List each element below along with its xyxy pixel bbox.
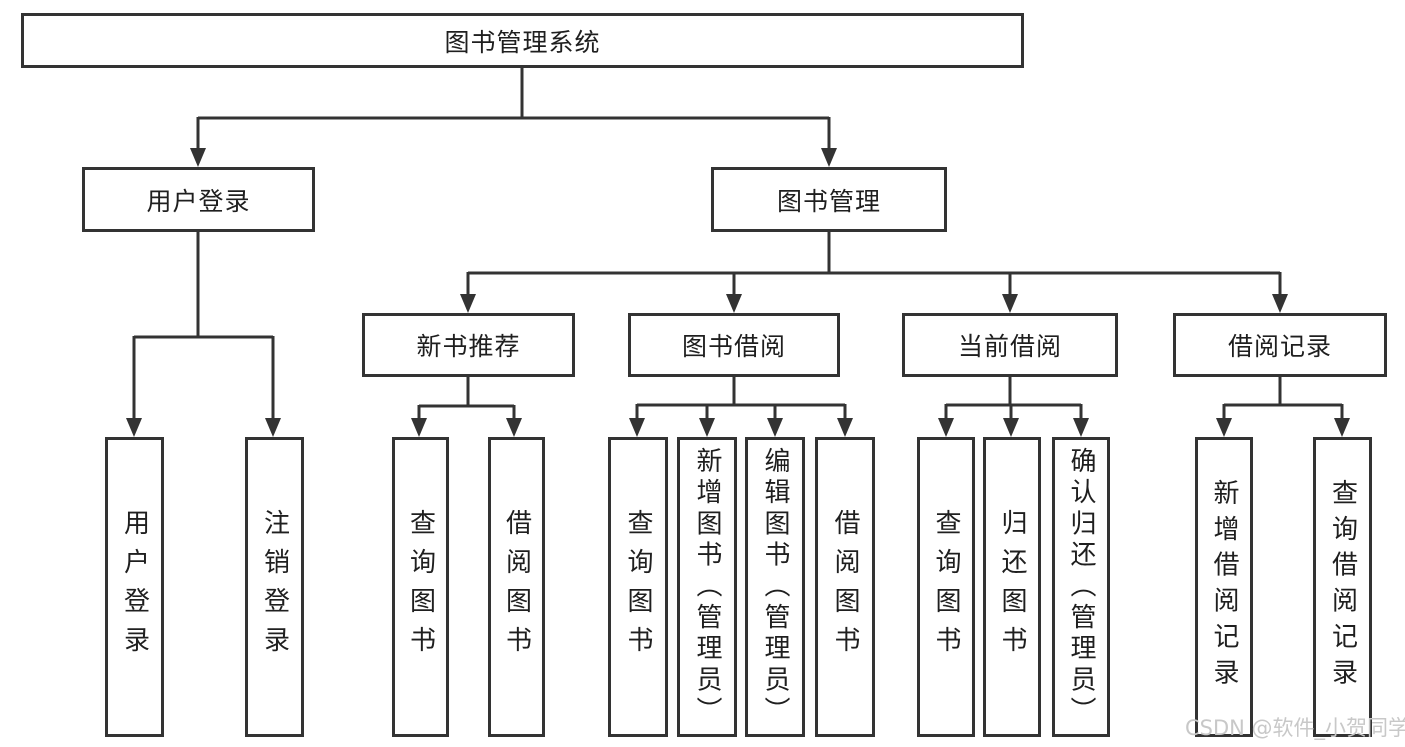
- leaf-records-add-record-label: 新增借阅记录: [1209, 479, 1239, 695]
- leaf-records-query-record-label: 查询借阅记录: [1327, 479, 1358, 695]
- node-book-management: 图书管理: [711, 167, 947, 232]
- node-book-borrow-label: 图书借阅: [681, 332, 786, 361]
- leaf-logout-label: 注销登录: [259, 509, 290, 665]
- node-current-borrow: 当前借阅: [902, 313, 1118, 377]
- leaf-borrow-edit-book-admin: 编辑图书（管理员）: [745, 437, 805, 737]
- leaf-recommend-query-book-label: 查询图书: [405, 509, 436, 665]
- leaf-recommend-borrow-book-label: 借阅图书: [501, 509, 532, 665]
- node-book-borrow: 图书借阅: [628, 313, 840, 377]
- node-user-login: 用户登录: [82, 167, 315, 232]
- node-current-borrow-label: 当前借阅: [957, 332, 1062, 361]
- node-borrow-records-label: 借阅记录: [1227, 332, 1332, 361]
- leaf-borrow-query-book: 查询图书: [608, 437, 668, 737]
- leaf-user-login: 用户登录: [105, 437, 164, 737]
- leaf-current-return-book-label: 归还图书: [997, 509, 1027, 665]
- leaf-borrow-edit-book-admin-label: 编辑图书（管理员）: [760, 446, 790, 728]
- leaf-records-add-record: 新增借阅记录: [1195, 437, 1253, 737]
- node-new-book-recommend-label: 新书推荐: [416, 332, 521, 361]
- leaf-recommend-borrow-book: 借阅图书: [488, 437, 545, 737]
- leaf-current-return-book: 归还图书: [983, 437, 1041, 737]
- leaf-borrow-borrow-book: 借阅图书: [815, 437, 875, 737]
- node-root: 图书管理系统: [21, 13, 1024, 68]
- leaf-borrow-query-book-label: 查询图书: [623, 509, 653, 665]
- leaf-borrow-borrow-book-label: 借阅图书: [830, 509, 860, 665]
- leaf-records-query-record: 查询借阅记录: [1313, 437, 1372, 737]
- leaf-current-query-book-label: 查询图书: [931, 509, 961, 665]
- node-user-login-label: 用户登录: [146, 186, 251, 216]
- leaf-user-login-label: 用户登录: [119, 509, 150, 665]
- leaf-current-query-book: 查询图书: [917, 437, 975, 737]
- node-root-label: 图书管理系统: [444, 27, 601, 57]
- leaf-logout: 注销登录: [245, 437, 304, 737]
- node-borrow-records: 借阅记录: [1173, 313, 1387, 377]
- node-book-management-label: 图书管理: [776, 186, 881, 216]
- leaf-borrow-add-book-admin-label: 新增图书（管理员）: [692, 446, 722, 728]
- leaf-current-confirm-return-admin-label: 确认归还（管理员）: [1066, 446, 1096, 728]
- leaf-current-confirm-return-admin: 确认归还（管理员）: [1052, 437, 1110, 737]
- leaf-borrow-add-book-admin: 新增图书（管理员）: [677, 437, 737, 737]
- csdn-watermark: CSDN @软件_小贺同学: [1185, 716, 1405, 740]
- leaf-recommend-query-book: 查询图书: [392, 437, 449, 737]
- node-new-book-recommend: 新书推荐: [362, 313, 575, 377]
